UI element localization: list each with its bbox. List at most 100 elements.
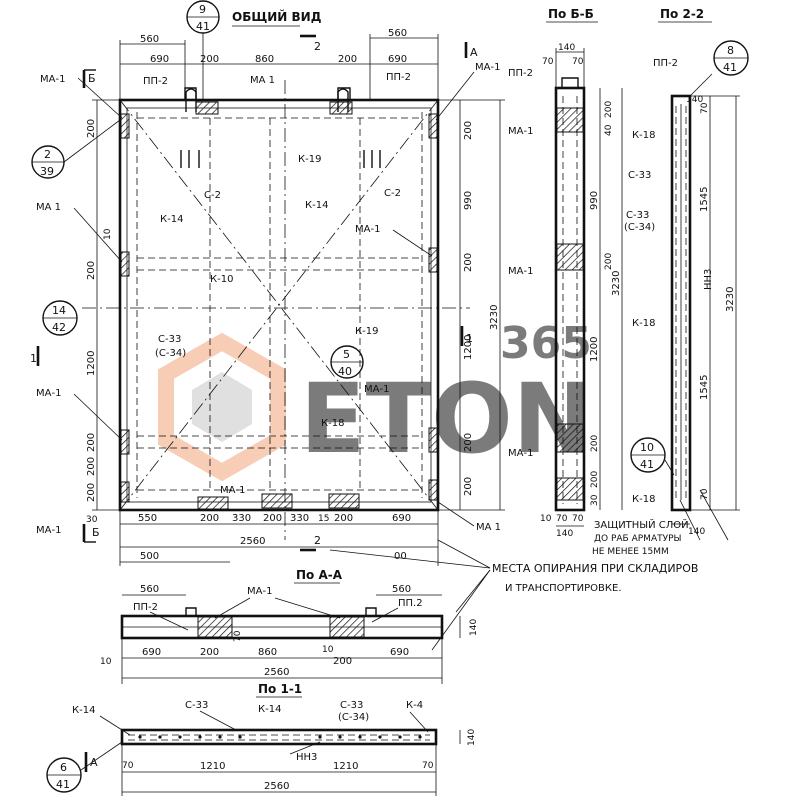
svg-text:15: 15	[318, 514, 329, 524]
svg-text:30: 30	[590, 494, 600, 506]
svg-text:1210: 1210	[333, 761, 358, 772]
svg-text:140: 140	[688, 527, 705, 537]
s22-label-c33-b: С-33	[626, 210, 649, 221]
svg-text:560: 560	[392, 584, 411, 595]
s11-label-c33-left: С-33	[185, 700, 208, 711]
svg-text:2560: 2560	[264, 781, 289, 792]
section-aa-title: По А-А	[296, 568, 343, 582]
support-note-line2: И ТРАНСПОРТИРОВКЕ.	[505, 583, 622, 594]
protect-note-line2: ДО РАБ АРМАТУРЫ	[594, 534, 682, 544]
s22-label-c33: С-33	[628, 170, 651, 181]
label-ma1-bottom-left: МА-1	[36, 525, 61, 536]
label-k10: К-10	[210, 274, 233, 285]
svg-text:1: 1	[466, 332, 473, 345]
s22-label-k18-bot: К-18	[632, 494, 655, 505]
svg-text:39: 39	[40, 165, 54, 178]
protect-note-line1: ЗАЩИТНЫЙ СЛОЙ	[594, 518, 689, 531]
watermark: ETON 365	[158, 318, 593, 482]
s11-label-c33-right: С-33	[340, 700, 363, 711]
svg-text:200: 200	[86, 483, 97, 502]
svg-text:70: 70	[542, 57, 554, 67]
svg-text:200: 200	[463, 253, 474, 272]
cut-plane-b-top: Б	[82, 69, 96, 88]
label-ma1-top: МА 1	[250, 75, 275, 86]
svg-text:А: А	[470, 46, 478, 59]
svg-text:30: 30	[86, 515, 98, 525]
svg-text:200: 200	[590, 435, 600, 452]
callout-14-42: 14 42	[42, 300, 78, 336]
s11-label-k14-left: К-14	[72, 705, 95, 716]
label-pp2-top: ПП-2	[386, 72, 411, 83]
s22-label-k18-mid: К-18	[632, 318, 655, 329]
svg-text:70: 70	[122, 761, 134, 771]
svg-text:40: 40	[338, 365, 352, 378]
cut-plane-b-bottom: Б	[82, 524, 100, 543]
svg-text:200: 200	[463, 433, 474, 452]
svg-text:2: 2	[314, 40, 321, 53]
aa-label-pp2-right: ПП.2	[398, 598, 423, 609]
dim-left-chain: 200 10 200 1200 200 200 200 30	[86, 99, 120, 525]
label-k14-mid: К-14	[305, 200, 328, 211]
svg-text:70: 70	[422, 761, 434, 771]
label-k14-left: К-14	[160, 214, 183, 225]
svg-text:200: 200	[263, 513, 282, 524]
label-ma1-bottom: МА-1	[220, 485, 245, 496]
label-ma1: МА-1	[40, 74, 65, 85]
svg-text:200: 200	[86, 433, 97, 452]
svg-text:200: 200	[86, 457, 97, 476]
svg-text:200: 200	[463, 477, 474, 496]
svg-text:560: 560	[140, 584, 159, 595]
svg-text:690: 690	[150, 54, 169, 65]
svg-text:200: 200	[604, 101, 614, 118]
main-view: ОБЩИЙ ВИД 9 41 2 39 14 42 5	[30, 0, 505, 566]
watermark-number: 365	[500, 318, 592, 369]
aa-label-ma1: МА-1	[247, 586, 272, 597]
s22-label-k18-top: К-18	[632, 130, 655, 141]
svg-text:10: 10	[103, 228, 113, 240]
svg-text:690: 690	[142, 647, 161, 658]
callout-5-40: 5 40	[330, 345, 364, 379]
svg-text:330: 330	[290, 513, 309, 524]
svg-text:14: 14	[52, 304, 66, 317]
svg-text:200: 200	[86, 261, 97, 280]
section-11: По 1-1 К-14 С-33 К-14 С-33 (С-34) К-4 НН…	[46, 682, 477, 796]
label-c2-right: С-2	[384, 188, 401, 199]
svg-text:70: 70	[700, 488, 710, 500]
label-ma1-bottom-right: МА 1	[476, 522, 501, 533]
svg-text:70: 70	[572, 514, 584, 524]
svg-text:550: 550	[138, 513, 157, 524]
svg-text:560: 560	[388, 28, 407, 39]
cut-plane-2-top: 2	[300, 34, 321, 53]
svg-text:140: 140	[558, 43, 575, 53]
svg-text:А: А	[90, 756, 98, 769]
svg-text:140: 140	[469, 619, 479, 636]
svg-text:Б: Б	[88, 72, 96, 85]
svg-text:41: 41	[723, 61, 737, 74]
dim-right-chain: 200 990 200 1200 200 200 3230	[438, 99, 505, 511]
svg-text:200: 200	[338, 54, 357, 65]
svg-text:200: 200	[200, 647, 219, 658]
s22-label-nn3: НН3	[703, 269, 714, 290]
label-k18-main: К-18	[321, 418, 344, 429]
label-pp2: ПП-2	[143, 76, 168, 87]
callout-9-41: 9 41	[186, 0, 220, 100]
aa-label-pp2-left: ПП-2	[133, 602, 158, 613]
svg-text:690: 690	[388, 54, 407, 65]
svg-text:690: 690	[390, 647, 409, 658]
svg-text:10: 10	[540, 514, 552, 524]
cut-plane-2-bottom: 2	[300, 534, 321, 552]
svg-text:200: 200	[86, 119, 97, 138]
bb-label-pp2: ПП-2	[508, 68, 533, 79]
svg-text:70: 70	[233, 630, 243, 642]
svg-text:5: 5	[343, 348, 350, 361]
svg-text:3230: 3230	[725, 287, 736, 312]
svg-text:140: 140	[467, 729, 477, 746]
section-22-title: По 2-2	[660, 7, 704, 21]
watermark-brand: ETON	[300, 363, 593, 475]
svg-text:200: 200	[333, 656, 352, 667]
svg-text:6: 6	[60, 761, 67, 774]
dim-top-chain: 560 690 200 860 200 690 560	[119, 28, 439, 100]
cut-plane-1-right: 1	[460, 326, 473, 346]
s11-rebar-dots	[138, 735, 422, 739]
svg-text:560: 560	[140, 34, 159, 45]
